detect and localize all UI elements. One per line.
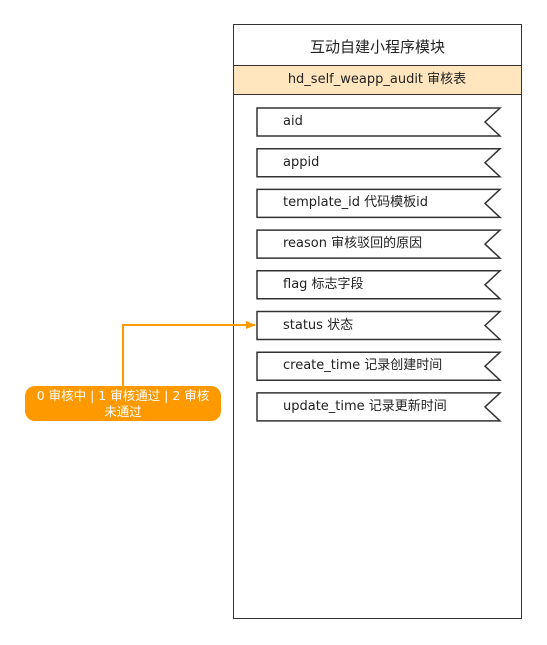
field-label: aid [283,114,303,129]
field-label: update_time 记录更新时间 [283,398,447,414]
field-label: template_id 代码模板id [283,195,429,211]
field-label: reason 审核驳回的原因 [283,236,423,252]
field-label: status 状态 [283,317,354,333]
status-note: 0 审核中 | 1 审核通过 | 2 审核未通过 [25,386,221,421]
table-name-bar: hd_self_weapp_audit 审核表 [232,65,522,95]
module-panel: 互动自建小程序模块 hd_self_weapp_audit 审核表 [232,24,522,619]
status-note-text: 0 审核中 | 1 审核通过 | 2 审核未通过 [36,387,210,419]
field-label: flag 标志字段 [283,276,364,292]
field-label: create_time 记录创建时间 [283,358,443,374]
module-title: 互动自建小程序模块 [309,38,445,56]
field-label: appid [283,154,320,170]
